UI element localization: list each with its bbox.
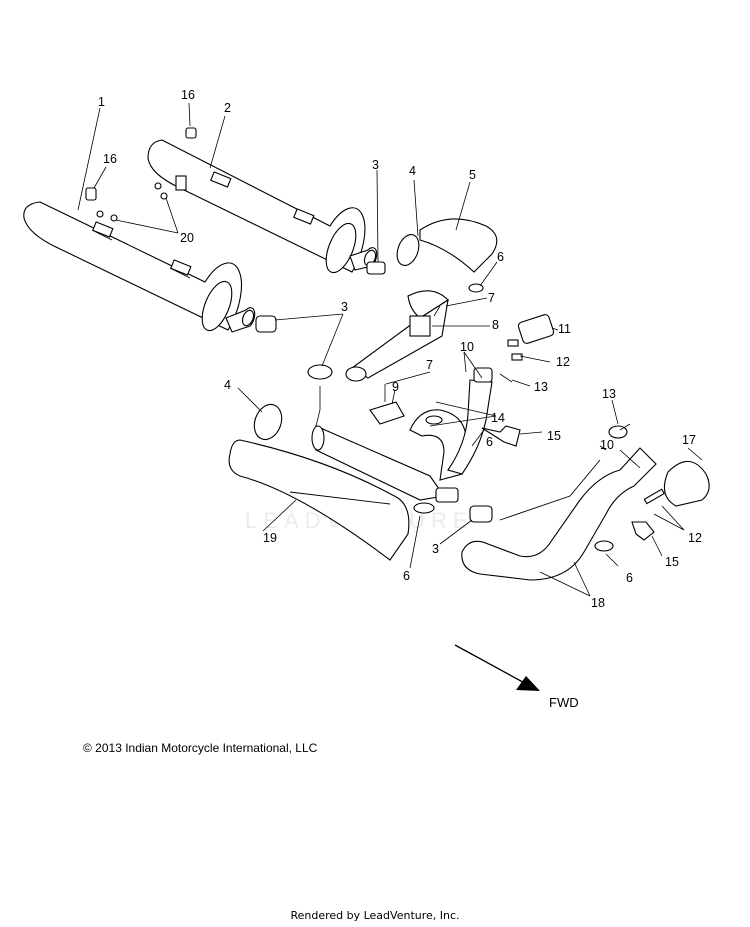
heat-shield-19 — [228, 439, 410, 561]
callout-12: 12 — [556, 355, 570, 369]
clamp-3-upper — [366, 261, 386, 275]
callout-9: 9 — [392, 380, 399, 394]
callout-6: 6 — [403, 569, 410, 583]
gasket-6c — [413, 502, 435, 514]
gasket-6b — [425, 415, 443, 425]
rendered-by-footer: Rendered by LeadVenture, Inc. — [290, 909, 460, 922]
callout-14: 14 — [491, 411, 505, 425]
callout-6: 6 — [497, 250, 504, 264]
front-headers-18 — [461, 447, 657, 581]
callout-18: 18 — [591, 596, 605, 610]
callout-16: 16 — [181, 88, 195, 102]
callout-10: 10 — [600, 438, 614, 452]
callout-10: 10 — [460, 340, 474, 354]
nut-20c — [154, 182, 162, 190]
callout-17: 17 — [682, 433, 696, 447]
gasket-ring-4-lower — [253, 403, 283, 441]
callout-15: 15 — [665, 555, 679, 569]
clip-16-upper — [185, 127, 197, 139]
nut-20b — [110, 214, 118, 222]
spacer-12a — [507, 339, 519, 347]
muffler-right — [147, 139, 378, 274]
callout-3: 3 — [341, 300, 348, 314]
callout-3: 3 — [372, 158, 379, 172]
callout-13: 13 — [534, 380, 548, 394]
bolt-7-upper — [433, 305, 441, 317]
sensor-15-right — [631, 521, 655, 541]
callout-8: 8 — [492, 318, 499, 332]
callout-1: 1 — [98, 95, 105, 109]
callout-2: 2 — [224, 101, 231, 115]
clip-16-lower — [85, 187, 97, 201]
callout-5: 5 — [469, 168, 476, 182]
pipe-8 — [345, 290, 449, 382]
callout-13: 13 — [602, 387, 616, 401]
callout-15: 15 — [547, 429, 561, 443]
callout-12: 12 — [688, 531, 702, 545]
callout-4: 4 — [224, 378, 231, 392]
callout-16: 16 — [103, 152, 117, 166]
callout-7: 7 — [488, 291, 495, 305]
spacer-12b — [511, 353, 523, 361]
gasket-6d — [594, 540, 614, 552]
clamp-3-lower — [469, 505, 493, 523]
callout-4: 4 — [409, 164, 416, 178]
heat-shield-5 — [419, 218, 498, 273]
nut-20a — [96, 210, 104, 218]
callout-19: 19 — [263, 531, 277, 545]
callout-3: 3 — [432, 542, 439, 556]
o2-sensor-11 — [517, 314, 555, 344]
spring-13 — [499, 373, 513, 383]
forward-arrow — [454, 644, 540, 691]
header-pipes-14 — [409, 367, 493, 481]
spacer-12c — [643, 488, 665, 505]
clamp-3-mid — [255, 315, 277, 333]
callout-11: 11 — [558, 322, 571, 336]
callout-6: 6 — [486, 435, 493, 449]
forward-label: FWD — [549, 695, 579, 710]
heat-shield-17 — [663, 460, 710, 507]
gasket-ring-4-upper — [396, 234, 420, 266]
callout-labels: 1 2 3 3 3 4 4 5 6 6 6 6 7 7 8 9 10 10 11… — [98, 88, 702, 610]
callout-6: 6 — [626, 571, 633, 585]
mid-pipe — [311, 425, 459, 503]
callout-7: 7 — [426, 358, 433, 372]
leader-lines — [77, 102, 703, 597]
muffler-left — [23, 201, 256, 333]
clamp-3-small — [307, 364, 333, 380]
ring-13 — [608, 425, 628, 439]
gasket-6a — [468, 283, 484, 293]
bracket-9 — [369, 401, 405, 425]
sensor-15-left — [481, 425, 521, 447]
callout-20: 20 — [180, 231, 194, 245]
nut-20d — [160, 192, 168, 200]
copyright-notice: © 2013 Indian Motorcycle International, … — [83, 741, 318, 755]
